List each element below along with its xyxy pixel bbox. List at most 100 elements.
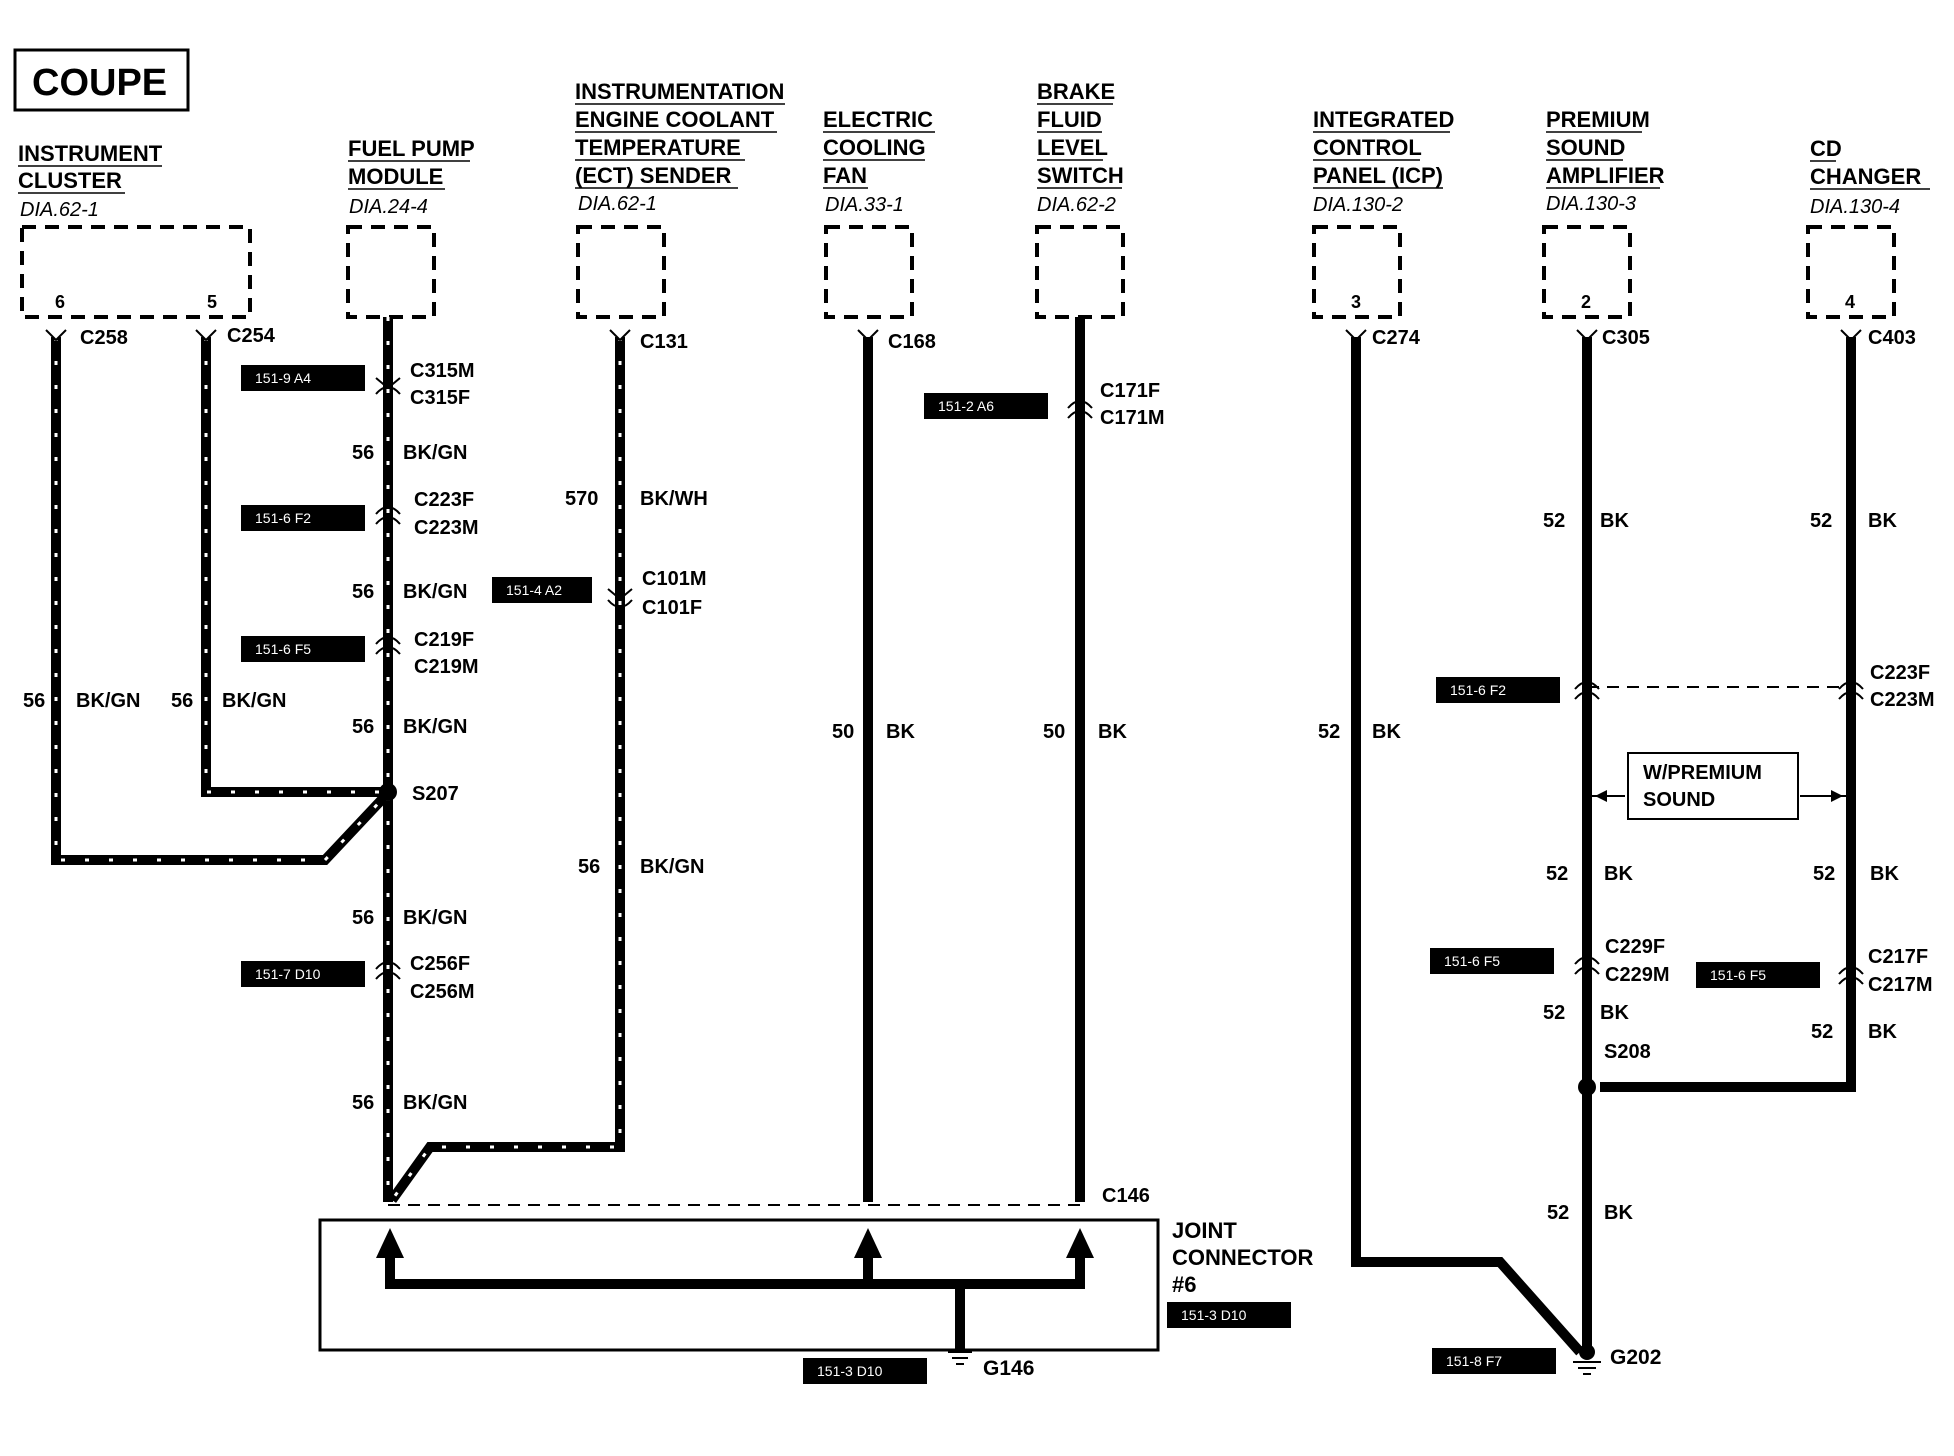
wire-label-color: BK xyxy=(1372,721,1401,743)
component-name-line: CLUSTER xyxy=(18,168,122,193)
wire-label-circuit: 56 xyxy=(578,856,600,878)
diagram-ref: DIA.130-2 xyxy=(1313,194,1403,216)
wire-label-circuit: 52 xyxy=(1318,721,1340,743)
component-premium-sound-amplifier: PREMIUM SOUND AMPLIFIER DIA.130-3 2 xyxy=(1542,107,1665,319)
wire-label-color: BK xyxy=(1098,721,1127,743)
component-brake-fluid-level-switch: BRAKE FLUID LEVEL SWITCH DIA.62-2 xyxy=(1035,79,1125,319)
component-name-line: PANEL (ICP) xyxy=(1313,163,1443,188)
page-ref-c171: 151-2 A6 xyxy=(938,398,994,414)
component-name-line: TEMPERATURE xyxy=(575,135,741,160)
title: COUPE xyxy=(32,62,167,104)
wire-label-circuit: 52 xyxy=(1811,1021,1833,1043)
wire-label-color: BK xyxy=(1600,510,1629,532)
connector-c256f: C256F xyxy=(410,953,470,975)
connector-c219m: C219M xyxy=(414,656,478,678)
page-ref-g202: 151-8 F7 xyxy=(1446,1353,1502,1369)
wire-label-circuit: 56 xyxy=(352,581,374,603)
joint-connector-6: JOINT CONNECTOR #6 xyxy=(318,1218,1313,1352)
wire-label-color: BK/GN xyxy=(640,856,704,878)
connector-c274: C274 xyxy=(1372,327,1421,349)
connector-c403: C403 xyxy=(1868,327,1916,349)
connector-c171m: C171M xyxy=(1100,407,1164,429)
component-ect-sender: INSTRUMENTATION ENGINE COOLANT TEMPERATU… xyxy=(575,79,784,319)
wire-label-circuit: 570 xyxy=(565,488,598,510)
wire-label-circuit: 50 xyxy=(1043,721,1065,743)
option-label-line: SOUND xyxy=(1643,789,1715,811)
connector-c256m: C256M xyxy=(410,981,474,1003)
component-instrument-cluster: INSTRUMENT CLUSTER DIA.62-1 6 5 xyxy=(18,141,252,319)
wire-label-color: BK xyxy=(1604,863,1633,885)
page-refs: 151-9 A4 151-6 F2 151-6 F5 151-7 D10 151… xyxy=(241,365,1820,1384)
joint-label-line: #6 xyxy=(1172,1272,1196,1297)
connector-c223m: C223M xyxy=(414,517,478,539)
component-name-line: CD xyxy=(1810,136,1842,161)
joint-label-line: JOINT xyxy=(1172,1218,1237,1243)
connector-c229f: C229F xyxy=(1605,936,1665,958)
wire-label-circuit: 56 xyxy=(352,716,374,738)
connector-c254: C254 xyxy=(227,325,276,347)
component-name-line: AMPLIFIER xyxy=(1546,163,1665,188)
wire-label-color: BK/GN xyxy=(76,690,140,712)
component-electric-cooling-fan: ELECTRIC COOLING FAN DIA.33-1 xyxy=(823,107,933,319)
page-ref-c101: 151-4 A2 xyxy=(506,582,562,598)
component-name-line: INSTRUMENT xyxy=(18,141,163,166)
wire-ect-sender xyxy=(387,337,625,1203)
component-name-line: FUEL PUMP xyxy=(348,136,475,161)
page-ref-c223-left: 151-6 F2 xyxy=(255,510,311,526)
splice-s208-dot xyxy=(1578,1078,1596,1096)
component-name-line: MODULE xyxy=(348,164,443,189)
component-name-line: ENGINE COOLANT xyxy=(575,107,775,132)
wire-label-color: BK xyxy=(1868,1021,1897,1043)
component-name-line: BRAKE xyxy=(1037,79,1115,104)
diagram-ref: DIA.130-3 xyxy=(1546,193,1636,215)
page-ref-c315: 151-9 A4 xyxy=(255,370,311,386)
wire-label-color: BK xyxy=(1604,1202,1633,1224)
wire-label-circuit: 56 xyxy=(352,442,374,464)
ground-g146: G146 xyxy=(983,1357,1034,1380)
wire-label-circuit: 52 xyxy=(1543,1002,1565,1024)
page-ref-c217: 151-6 F5 xyxy=(1710,967,1766,983)
connector-c258: C258 xyxy=(80,327,128,349)
connector-c146: C146 xyxy=(1102,1185,1150,1207)
option-label-line: W/PREMIUM xyxy=(1643,762,1762,784)
connector-c229m: C229M xyxy=(1605,964,1669,986)
page-ref-c223-right: 151-6 F2 xyxy=(1450,682,1506,698)
diagram-ref: DIA.33-1 xyxy=(825,194,904,216)
connector-c315f: C315F xyxy=(410,387,470,409)
wire-label-circuit: 50 xyxy=(832,721,854,743)
wire-label-circuit: 52 xyxy=(1547,1202,1569,1224)
component-name-line: INTEGRATED xyxy=(1313,107,1454,132)
component-name-line: CONTROL xyxy=(1313,135,1422,160)
component-name-line: FAN xyxy=(823,163,867,188)
splice-s207: S207 xyxy=(412,783,459,805)
wire-label-color: BK xyxy=(886,721,915,743)
wire-ic-pin5 xyxy=(201,337,388,797)
component-name-line: (ECT) SENDER xyxy=(575,163,732,188)
ground-g146-icon xyxy=(948,1351,972,1365)
connector-c223f: C223F xyxy=(414,489,474,511)
title-box: COUPE xyxy=(13,48,190,112)
page-ref-c219: 151-6 F5 xyxy=(255,641,311,657)
component-name-line: LEVEL xyxy=(1037,135,1108,160)
connector-c168: C168 xyxy=(888,331,936,353)
wire-label-circuit: 52 xyxy=(1546,863,1568,885)
connector-pins xyxy=(45,329,1864,985)
connector-c223f-right: C223F xyxy=(1870,662,1930,684)
wire-label-circuit: 56 xyxy=(23,690,45,712)
wire-labels: 56 BK/GN 56 BK/GN 56 BK/GN 56 BK/GN 56 B… xyxy=(23,442,1899,1224)
connector-c101m: C101M xyxy=(642,568,706,590)
splice-s207-dot xyxy=(379,783,397,801)
component-name-line: FLUID xyxy=(1037,107,1102,132)
page-ref-joint: 151-3 D10 xyxy=(1181,1307,1247,1323)
component-name-line: INSTRUMENTATION xyxy=(575,79,784,104)
wire-label-color: BK/GN xyxy=(403,1092,467,1114)
connector-c217m: C217M xyxy=(1868,974,1932,996)
diagram-ref: DIA.62-1 xyxy=(578,193,657,215)
component-name-line: SOUND xyxy=(1546,135,1625,160)
wire-ic-pin6 xyxy=(51,337,392,865)
wire-label-circuit: 56 xyxy=(352,907,374,929)
label-underlines xyxy=(18,103,1930,194)
wire-label-color: BK/GN xyxy=(222,690,286,712)
pin-number: 3 xyxy=(1351,292,1361,312)
pin-number: 5 xyxy=(207,292,217,312)
